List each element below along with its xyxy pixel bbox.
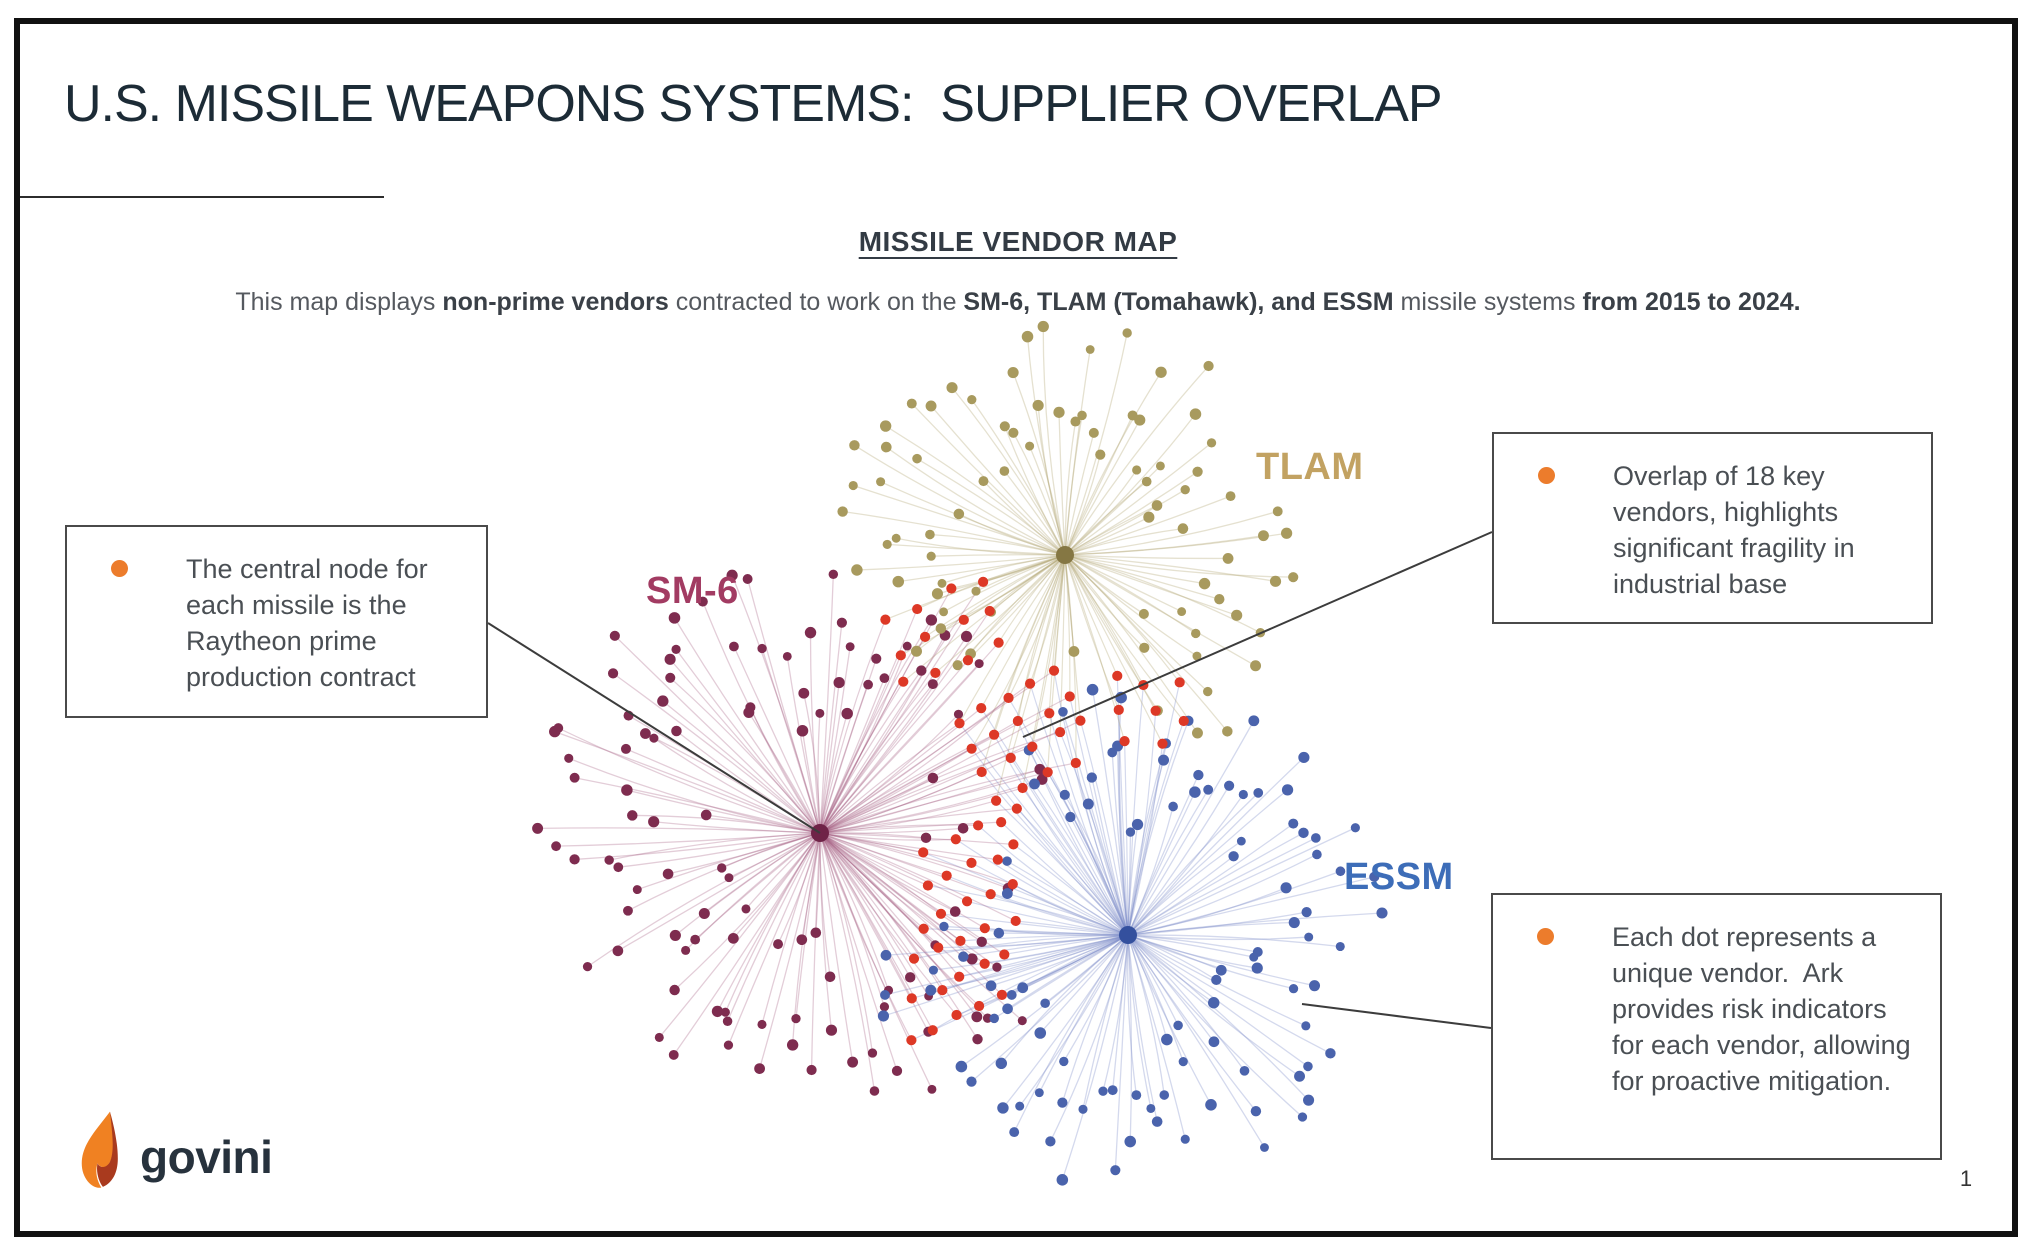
bullet-icon: [1537, 928, 1554, 945]
hub-label-essm: ESSM: [1344, 856, 1454, 898]
callout-central-node: The central node for each missile is the…: [65, 525, 488, 718]
hub-label-tlam: TLAM: [1256, 446, 1364, 488]
map-description: This map displays non-prime vendors cont…: [235, 288, 1801, 316]
title-underline-rule: [20, 196, 384, 198]
map-title: MISSILE VENDOR MAP: [858, 226, 1178, 257]
govini-flame-icon: [81, 1111, 118, 1188]
callout-vendor-overlap: Overlap of 18 key vendors, highlights si…: [1492, 432, 1933, 624]
callout-dot-legend-text: Each dot represents a unique vendor. Ark…: [1612, 922, 1919, 1096]
slide-title: U.S. MISSILE WEAPONS SYSTEMS: SUPPLIER O…: [64, 75, 1443, 133]
hub-label-sm6: SM-6: [646, 570, 739, 612]
callout-central-node-text: The central node for each missile is the…: [186, 554, 436, 692]
bullet-icon: [111, 560, 128, 577]
callout-vendor-overlap-text: Overlap of 18 key vendors, highlights si…: [1613, 461, 1863, 599]
govini-logo-text: govini: [140, 1131, 273, 1183]
govini-logo: govini: [72, 1110, 273, 1190]
callout-dot-legend: Each dot represents a unique vendor. Ark…: [1491, 893, 1942, 1160]
page-number: 1: [1959, 1166, 1973, 1191]
bullet-icon: [1538, 467, 1555, 484]
